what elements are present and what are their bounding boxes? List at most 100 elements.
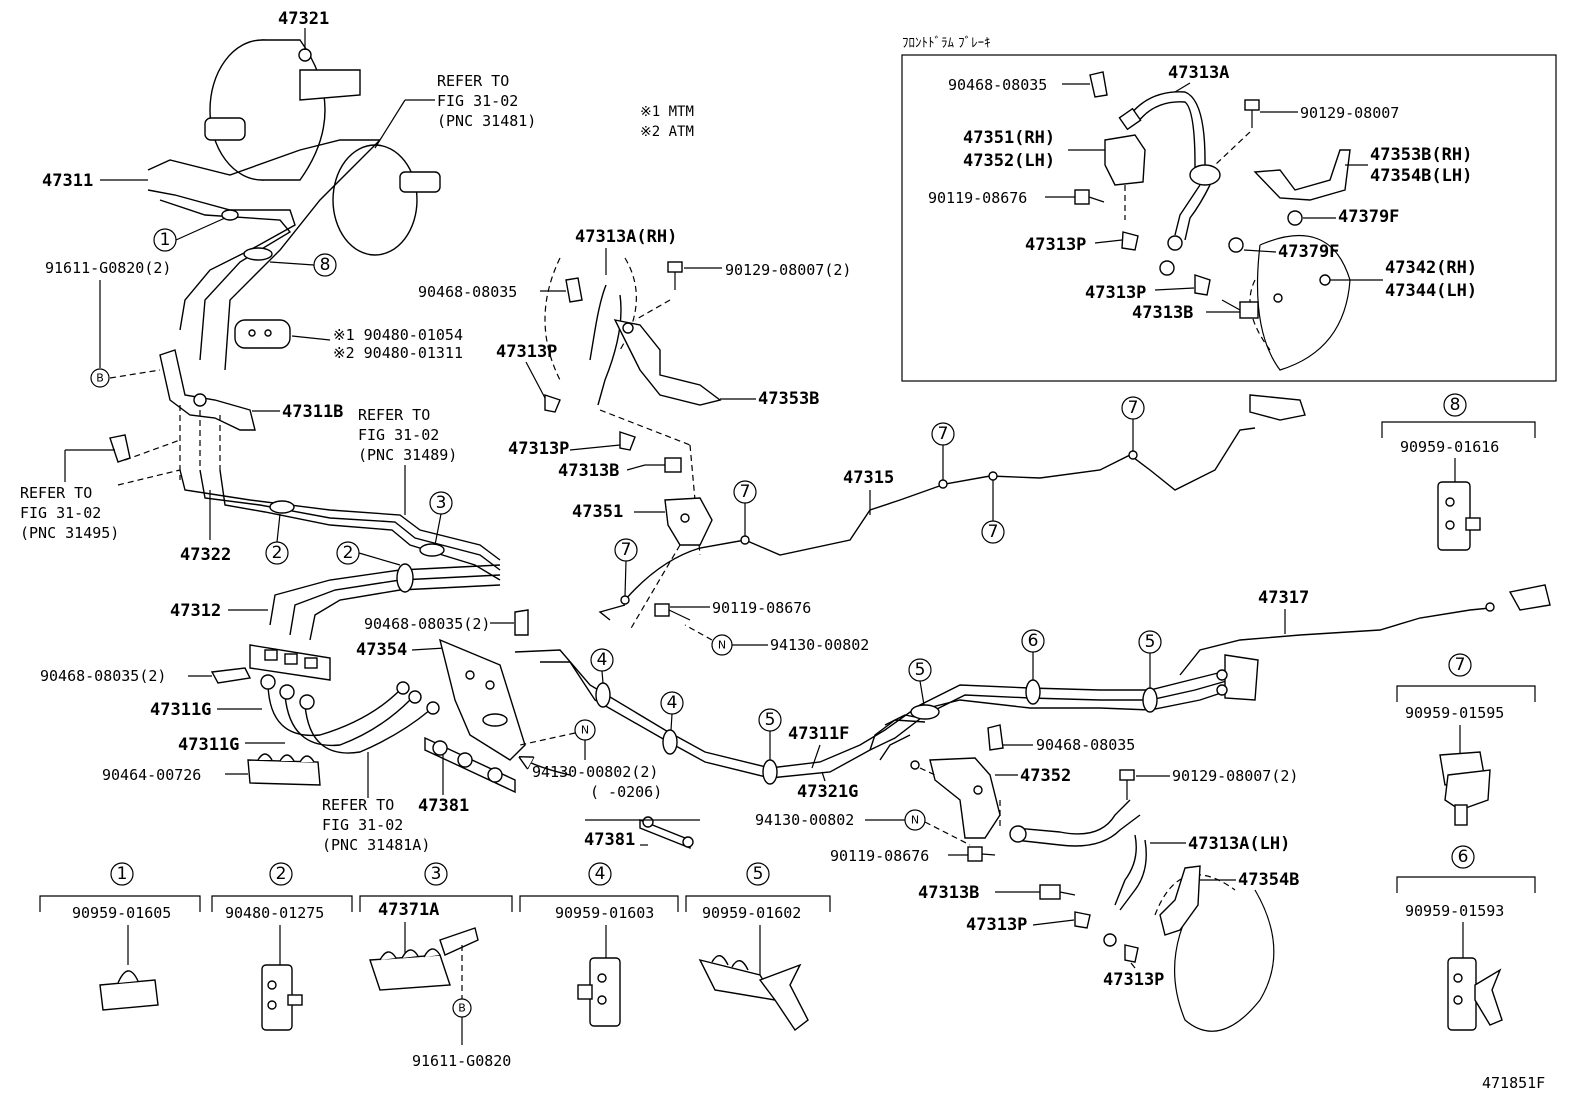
marker-n-c: N [904, 809, 926, 831]
svg-text:5: 5 [1145, 632, 1156, 652]
serial-range-0206: ( -0206) [590, 783, 662, 801]
clip-90468-c [565, 277, 583, 303]
marker-3: 3 [429, 491, 453, 515]
label-47313p-c: 47313P [966, 915, 1027, 935]
label-90480-01311: ※2 90480-01311 [333, 344, 463, 362]
bracket-inset-47351 [1104, 134, 1146, 186]
label-91611-g0820-2: 91611-G0820(2) [45, 259, 171, 277]
label-47317: 47317 [1258, 588, 1309, 608]
inset-label-47379f-a: 47379F [1338, 207, 1399, 227]
svg-text:4: 4 [597, 650, 608, 670]
label-47321: 47321 [278, 9, 329, 29]
bolt-47313b-a [645, 457, 682, 473]
svg-text:B: B [96, 372, 104, 385]
inset-label-90119-08676: 90119-08676 [928, 189, 1027, 207]
label-90468-08035-2-a: 90468-08035(2) [364, 615, 490, 633]
bolt-inset-90129 [1244, 99, 1260, 128]
inset-label-47352-lh: 47352(LH) [963, 151, 1055, 171]
marker-6-a: 6 [1021, 629, 1045, 653]
svg-text:5: 5 [915, 660, 926, 680]
label-47313a-lh: 47313A(LH) [1188, 834, 1290, 854]
inset-label-90468-08035: 90468-08035 [948, 76, 1047, 94]
inset-label-47353b-rh: 47353B(RH) [1370, 145, 1472, 165]
marker-7-e: 7 [1121, 396, 1145, 420]
clip-90468-a [514, 609, 529, 636]
marker-5-b: 5 [908, 658, 932, 682]
svg-text:N: N [911, 814, 919, 827]
label-90119-08676-b: 90119-08676 [830, 847, 929, 865]
bolt-90129-a [667, 261, 683, 290]
marker-2-a: 2 [265, 541, 289, 565]
bracket-lower-left [249, 644, 331, 681]
clamp-detail-5: 5 90959-01602 [685, 862, 831, 1032]
marker-7-b: 7 [733, 480, 757, 504]
svg-text:8: 8 [1450, 395, 1461, 415]
svg-text:3: 3 [431, 864, 442, 884]
label-47311b: 47311B [282, 402, 343, 422]
label-47352: 47352 [1020, 766, 1071, 786]
bolt-47313b-b [1039, 884, 1076, 900]
refer-to-31481a-line2: FIG 31-02 [322, 816, 403, 834]
label-47312: 47312 [170, 601, 221, 621]
label-47353b: 47353B [758, 389, 819, 409]
bracket-47351 [664, 497, 713, 546]
clamp-detail-2: 2 90480-01275 [211, 862, 353, 1031]
label-47322: 47322 [180, 545, 231, 565]
clamp-4-part: 90959-01603 [555, 904, 654, 922]
label-90129-08007-2-b: 90129-08007(2) [1172, 767, 1298, 785]
refer-to-31495-line2: FIG 31-02 [20, 504, 101, 522]
svg-text:6: 6 [1458, 847, 1469, 867]
inset-label-47354b-lh: 47354B(LH) [1370, 166, 1472, 186]
clamp-7-part: 90959-01595 [1405, 704, 1504, 722]
bracket-47353b [613, 319, 722, 406]
label-47311f: 47311F [788, 724, 849, 744]
label-47311g-b: 47311G [178, 735, 239, 755]
bracket-47317-end [1485, 584, 1551, 612]
marker-7-d: 7 [981, 520, 1005, 544]
clamp-3-sub-part: 91611-G0820 [412, 1052, 511, 1070]
svg-text:7: 7 [988, 522, 999, 542]
bolt-90119-b [967, 846, 996, 862]
clamp-detail-4: 4 90959-01603 [519, 862, 679, 1027]
svg-text:7: 7 [621, 540, 632, 560]
refer-to-31481-line3: (PNC 31481) [437, 112, 536, 130]
label-90129-08007-2-a: 90129-08007(2) [725, 261, 851, 279]
inset-label-47379f-b: 47379F [1278, 242, 1339, 262]
label-94130-00802-2: 94130-00802(2) [532, 763, 658, 781]
label-90480-01054: ※1 90480-01054 [333, 326, 463, 344]
clamp-detail-6: 6 90959-01593 [1396, 845, 1536, 1031]
clip-47313p-c [1074, 911, 1091, 929]
clamp-3-part: 47371A [378, 900, 439, 920]
label-47313p-d: 47313P [1103, 970, 1164, 990]
inset-label-47351-rh: 47351(RH) [963, 128, 1055, 148]
clamp-detail-8: 8 90959-01616 [1381, 393, 1536, 551]
bracket-47311b [159, 349, 256, 431]
label-47311g-a: 47311G [150, 700, 211, 720]
clip-31495 [109, 434, 131, 463]
refer-to-31489-line1: REFER TO [358, 406, 430, 424]
svg-text:7: 7 [1128, 398, 1139, 418]
inset-label-90129-08007: 90129-08007 [1300, 104, 1399, 122]
refer-to-31495-line1: REFER TO [20, 484, 92, 502]
marker-n-a: N [574, 719, 596, 741]
marker-4-b: 4 [660, 691, 684, 715]
label-47321g: 47321G [797, 782, 858, 802]
bracket-47352 [929, 757, 1001, 839]
figure-number: 471851F [1482, 1074, 1545, 1092]
clamp-detail-7: 7 90959-01595 [1396, 653, 1536, 826]
nut-inset-47379f-a [1287, 210, 1303, 226]
bracket-47354b [1159, 865, 1201, 936]
svg-text:2: 2 [272, 543, 283, 563]
svg-text:8: 8 [320, 255, 331, 275]
clamp-6-part: 90959-01593 [1405, 902, 1504, 920]
marker-1: 1 [153, 228, 177, 252]
label-47311: 47311 [42, 171, 93, 191]
junction-right [1216, 654, 1259, 701]
refer-to-31481a-line3: (PNC 31481A) [322, 836, 430, 854]
inset-label-47313p-a: 47313P [1025, 235, 1086, 255]
label-90119-08676-a: 90119-08676 [712, 599, 811, 617]
marker-8: 8 [313, 253, 337, 277]
svg-text:7: 7 [938, 424, 949, 444]
svg-text:4: 4 [595, 864, 606, 884]
